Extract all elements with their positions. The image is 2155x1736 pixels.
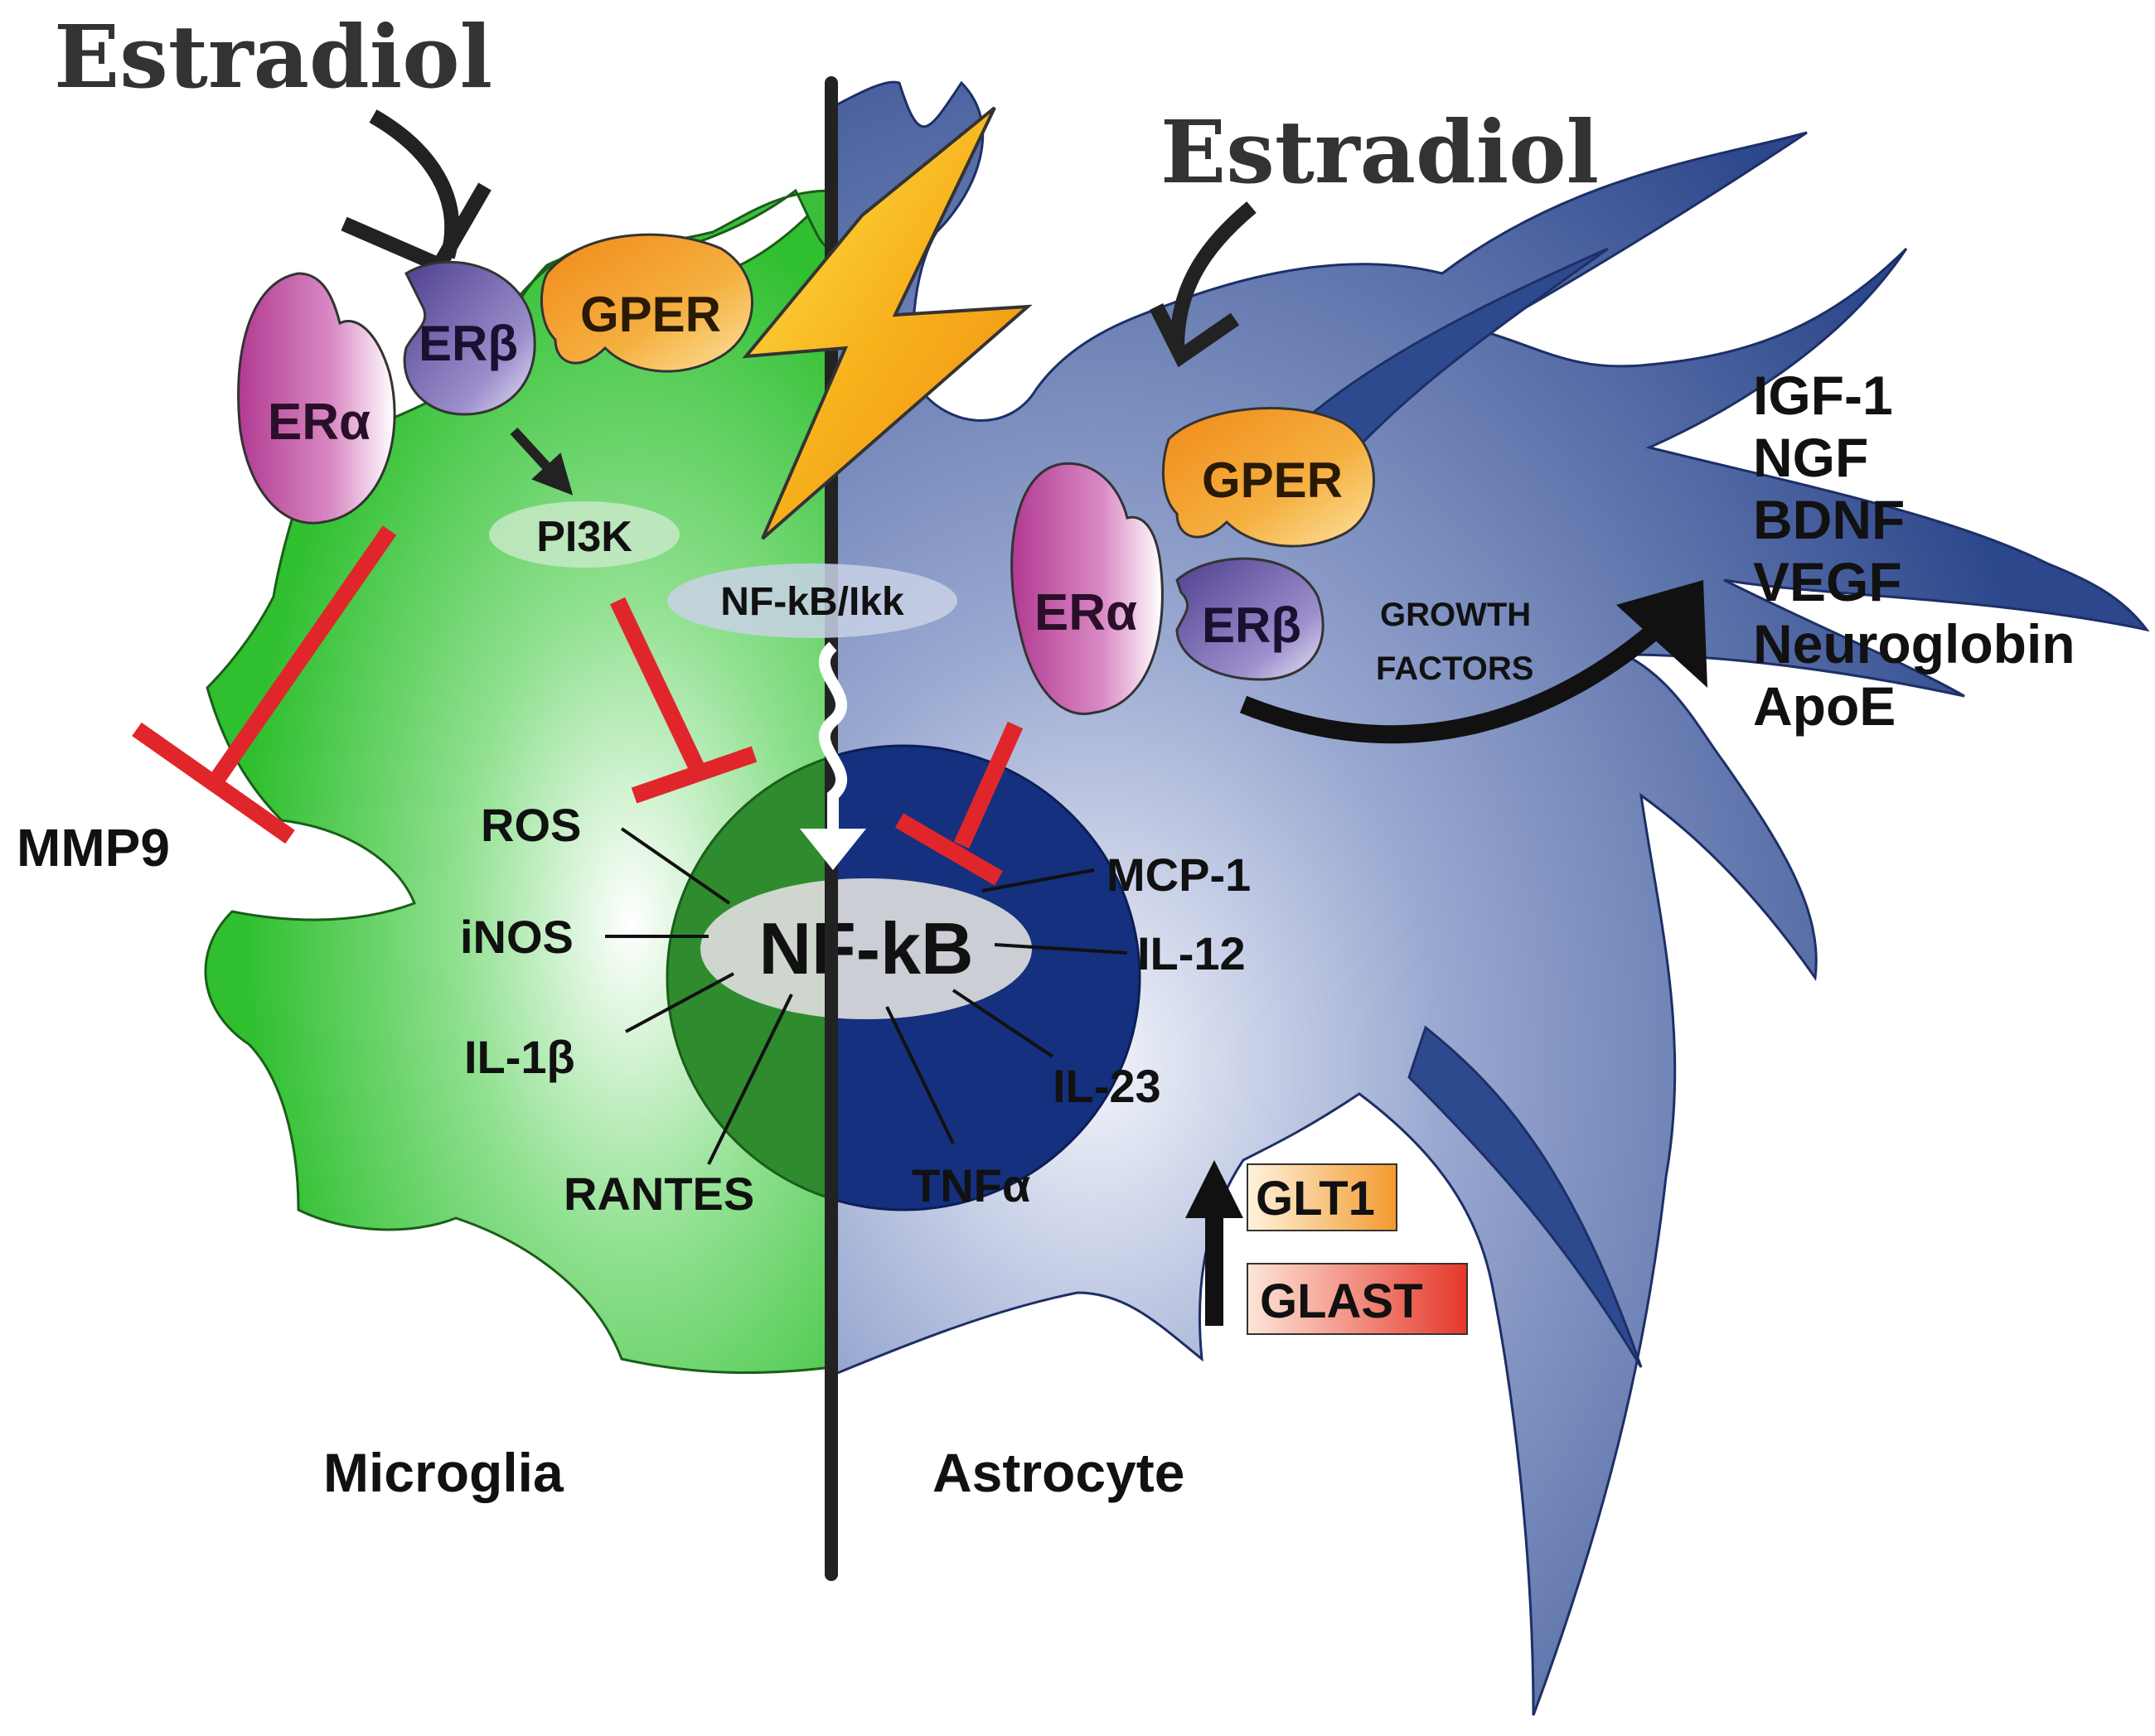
left-er-alpha: ERα (237, 272, 396, 525)
transporter-up-arrowhead-icon (1185, 1160, 1243, 1218)
nfkb-label: NF-kB (758, 907, 973, 989)
astrocyte-body (830, 80, 2150, 1716)
right-gper-label: GPER (1202, 452, 1343, 508)
right-mediators: MCP-1 IL-12 IL-23 TNFα (885, 849, 1251, 1211)
tnfa-line (885, 1006, 955, 1144)
astrocyte-caption: Astrocyte (932, 1442, 1184, 1503)
tnfa-label: TNFα (912, 1159, 1030, 1211)
il23-line (952, 989, 1054, 1058)
growth-factors-arrowhead-icon (1616, 580, 1707, 688)
right-er-beta-shape (1175, 557, 1324, 681)
ikk-arrowhead-icon (800, 829, 866, 870)
microglia-caption: Microglia (323, 1442, 564, 1503)
growth-factor-item: Neuroglobin (1753, 613, 2075, 675)
glast-label: GLAST (1260, 1274, 1423, 1328)
mmp9-label: MMP9 (17, 818, 170, 878)
left-er-alpha-shape (237, 272, 396, 525)
inhibit-pi3k-nfkb (609, 597, 758, 804)
glast-box (1247, 1263, 1468, 1335)
growth-factor-item: BDNF (1753, 489, 1905, 550)
inhibit-right-nfkb (894, 721, 1024, 886)
left-gper-shape (540, 233, 753, 373)
ros-label: ROS (481, 799, 581, 851)
right-gper: GPER (1161, 407, 1375, 548)
nfkb-ikk-label: NF-kB/Ikk (720, 580, 904, 624)
glt1-label: GLT1 (1256, 1172, 1375, 1226)
growth-factors-list: IGF-1 NGF BDNF VEGF Neuroglobin ApoE (1753, 365, 2075, 737)
erb-to-pi3k-arrow (510, 427, 574, 496)
nfkb-oval (700, 878, 1032, 1019)
growth-factor-item: NGF (1753, 427, 1868, 488)
growth-factor-item: ApoE (1753, 675, 1896, 737)
left-gper-label: GPER (580, 287, 721, 342)
left-er-beta: ERβ (403, 260, 536, 416)
growth-factor-item: VEGF (1753, 551, 1902, 612)
right-er-beta: ERβ (1175, 557, 1324, 681)
left-er-beta-shape (403, 260, 536, 416)
growth-factors-label-line1: GROWTH (1380, 597, 1531, 633)
left-er-beta-label: ERβ (419, 316, 518, 371)
estradiol-left-label: Estradiol (54, 6, 492, 108)
left-gper: GPER (540, 233, 753, 373)
pi3k-oval (489, 501, 680, 568)
inhibit-mmp9 (132, 525, 397, 844)
left-mediators: ROS iNOS IL-1β RANTES (460, 799, 793, 1220)
inhibit-mmp9-stem (204, 525, 397, 792)
glt1-box (1247, 1163, 1397, 1231)
growth-factor-item: IGF-1 (1753, 365, 1893, 426)
growth-factors-label-line2: FACTORS (1376, 650, 1533, 687)
growth-factors-arrow (1239, 606, 1681, 744)
il1b-label: IL-1β (464, 1031, 575, 1083)
lightning-icon (742, 106, 1033, 540)
il12-label: IL-12 (1137, 927, 1246, 979)
il12-line (994, 943, 1128, 955)
right-er-alpha-shape (1010, 462, 1164, 715)
right-er-alpha: ERα (1010, 462, 1164, 715)
right-er-beta-label: ERβ (1202, 597, 1301, 653)
ikk-to-nfkb-wavy-arrow (818, 641, 848, 833)
inhibit-right-bar (894, 813, 1004, 886)
nfkb-ikk-oval (667, 563, 957, 638)
rantes-line (707, 994, 793, 1165)
right-er-alpha-label: ERα (1034, 584, 1137, 641)
inos-label: iNOS (460, 911, 574, 963)
estradiol-right-arrowhead-icon (1149, 302, 1240, 368)
estradiol-right-label: Estradiol (1160, 101, 1599, 203)
nucleus: NF-kB (666, 744, 1141, 1211)
inhibit-pi3k-bar (631, 746, 758, 804)
left-er-alpha-label: ERα (268, 394, 370, 451)
inhibit-mmp9-bar (132, 722, 295, 844)
estradiol-left-arrowhead-icon (341, 182, 492, 275)
right-gper-shape (1161, 407, 1375, 548)
inhibit-pi3k-stem (609, 597, 705, 771)
mcp1-label: MCP-1 (1107, 849, 1251, 901)
il1b-line (625, 972, 734, 1033)
estradiol-right-arrow (1170, 201, 1257, 349)
pi3k-label: PI3K (536, 513, 632, 561)
rantes-label: RANTES (564, 1168, 754, 1220)
mcp1-line (981, 868, 1095, 892)
ros-line (620, 827, 731, 905)
il23-label: IL-23 (1053, 1060, 1161, 1112)
inhibit-right-stem (953, 721, 1024, 849)
astrocyte-process-right (1407, 1025, 1643, 1368)
